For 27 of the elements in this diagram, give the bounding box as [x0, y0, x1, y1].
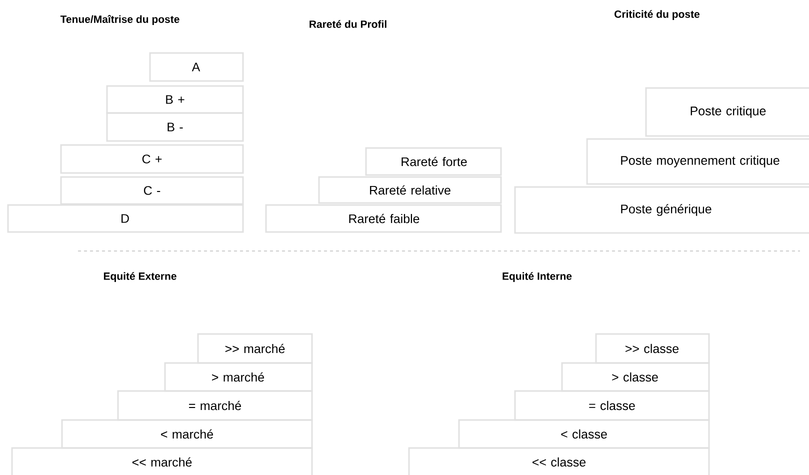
section-heading: Equité Interne: [502, 272, 572, 282]
step-box: D: [7, 204, 244, 233]
step-box: >> marché: [197, 333, 313, 364]
step-box: << marché: [11, 447, 313, 475]
step-box: B +: [106, 85, 244, 114]
step-box: > classe: [561, 362, 710, 392]
section-heading: Rareté du Profil: [310, 20, 386, 28]
step-box: C +: [60, 144, 244, 174]
step-box: A: [149, 52, 244, 82]
step-box: Rareté relative: [318, 176, 502, 204]
step-box: < marché: [61, 419, 313, 449]
step-box: > marché: [164, 362, 313, 392]
step-box: < classe: [458, 419, 710, 449]
step-box: >> classe: [595, 333, 710, 364]
step-box: C -: [60, 176, 244, 205]
step-box: = classe: [514, 390, 710, 421]
step-box: Poste moyennement critique: [586, 138, 809, 185]
step-box: Poste critique: [645, 87, 809, 137]
step-box: << classe: [408, 447, 710, 475]
section-heading: Tenue/Maîtrise du poste: [60, 15, 180, 26]
step-box: B -: [106, 112, 244, 142]
section-heading: Equité Externe: [104, 272, 176, 282]
step-box: Rareté forte: [365, 147, 502, 176]
step-box: Rareté faible: [265, 204, 502, 233]
section-heading: Criticité du poste: [614, 10, 700, 20]
step-box: = marché: [117, 390, 313, 421]
step-box: Poste générique: [514, 186, 809, 234]
